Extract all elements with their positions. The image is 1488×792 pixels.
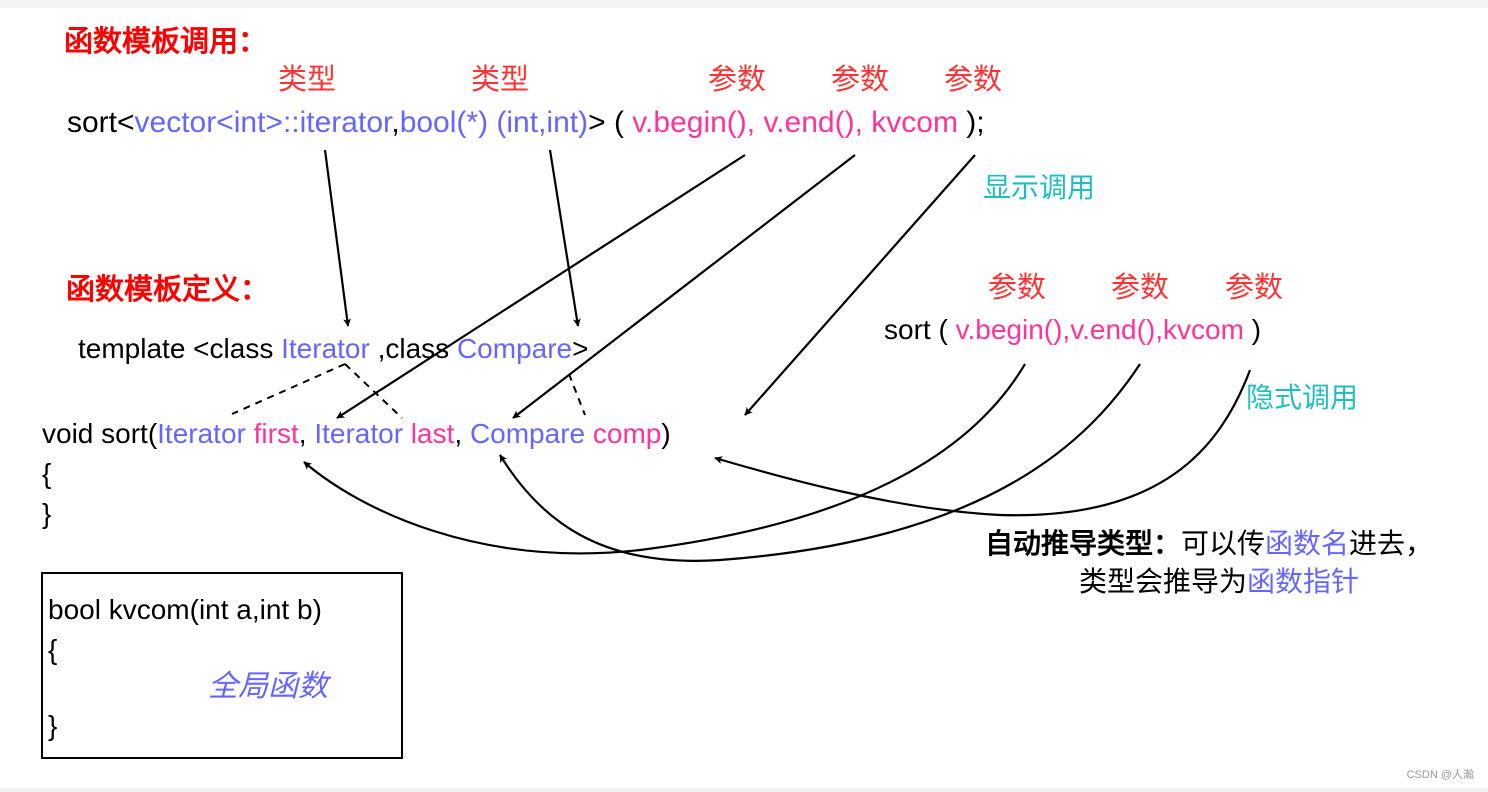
param-label-1: 参数: [708, 64, 767, 96]
deduce-note-func-ptr: 函数指针: [1247, 566, 1360, 597]
deduce-note-end: 进去，: [1349, 528, 1434, 559]
code-sort: sort<: [67, 106, 135, 139]
kvcom-function-box: [41, 572, 403, 759]
dashed-iterator-last: [344, 363, 403, 419]
sig-comp: comp: [592, 418, 662, 449]
explicit-call-label: 显示调用: [983, 172, 1096, 203]
sig-iterator-2: Iterator: [314, 418, 411, 449]
implicit-close: ): [1243, 314, 1262, 345]
sig-comma-1: ,: [298, 418, 315, 449]
deduce-note-line2-text: 类型会推导为: [1079, 566, 1248, 597]
arrow-implicit-end: [499, 363, 1141, 562]
arrow-implicit-begin: [303, 363, 1026, 555]
arrow-iterator-type: [323, 149, 352, 327]
sig-comma-2: ,: [454, 418, 470, 449]
sig-first: first: [253, 418, 299, 449]
kvcom-signature: bool kvcom(int a,int b): [48, 594, 322, 625]
arrow-kvcom-to-comp: [744, 154, 976, 416]
param-label-2: 参数: [831, 64, 890, 96]
deduce-note-line-1: 自动推导类型：可以传函数名进去，: [985, 530, 1433, 558]
template-close: >: [572, 333, 589, 364]
code-call-args: v.begin(), v.end(), kvcom: [632, 106, 958, 139]
function-signature: void sort(Iterator first, Iterator last,…: [42, 420, 671, 448]
top-band: [0, 0, 1488, 8]
code-funcptr-type: bool(*) (int,int): [399, 106, 589, 139]
body-brace-open: {: [42, 458, 52, 489]
explicit-call-code: sort<vector<int>::iterator,bool(*) (int,…: [67, 108, 985, 138]
deduce-note-bold: 自动推导类型：: [985, 528, 1182, 559]
param-label-3: 参数: [944, 64, 1003, 96]
deduce-note-text: 可以传: [1181, 528, 1266, 559]
kvcom-brace-close: }: [48, 710, 58, 741]
sig-close-paren: ): [661, 418, 671, 449]
template-keyword: template <class: [78, 333, 282, 364]
kvcom-comment: 全局函数: [208, 670, 328, 703]
implicit-param-label-3: 参数: [1225, 272, 1284, 304]
kvcom-brace-open: {: [48, 634, 58, 665]
def-section-title: 函数模板定义：: [66, 274, 270, 306]
sig-compare: Compare: [469, 418, 593, 449]
deduce-note-line-2: 类型会推导为函数指针: [1079, 568, 1359, 596]
implicit-param-label-1: 参数: [988, 272, 1047, 304]
body-brace-close: }: [42, 498, 52, 529]
implicit-args: v.begin(),v.end(),kvcom: [955, 314, 1244, 345]
code-open-paren: > (: [588, 106, 633, 139]
dashed-iterator-first: [231, 363, 346, 415]
dashed-compare-comp: [568, 373, 586, 416]
implicit-param-label-2: 参数: [1111, 272, 1170, 304]
arrow-begin-to-first: [336, 154, 746, 419]
code-close-paren: );: [957, 106, 985, 139]
code-iterator-type: vector<int>::iterator: [134, 106, 392, 139]
code-comma: ,: [391, 106, 400, 139]
sig-last: last: [410, 418, 455, 449]
type-label-1: 类型: [278, 64, 337, 96]
arrow-implicit-kvcom: [714, 369, 1252, 517]
template-param-compare: Compare: [456, 333, 573, 364]
arrow-compare-type: [548, 149, 581, 327]
deduce-note-func-name: 函数名: [1265, 528, 1350, 559]
template-class-keyword: ,class: [369, 333, 457, 364]
type-label-2: 类型: [471, 64, 530, 96]
implicit-call-label: 隐式调用: [1246, 382, 1359, 413]
template-header: template <class Iterator ,class Compare>: [78, 335, 588, 363]
bottom-band: [0, 788, 1488, 792]
watermark: CSDN @人瀚: [1406, 769, 1474, 781]
implicit-sort: sort (: [884, 314, 956, 345]
sig-void-sort: void sort(: [42, 418, 158, 449]
template-param-iterator: Iterator: [281, 333, 370, 364]
implicit-call-code: sort ( v.begin(),v.end(),kvcom ): [884, 316, 1261, 344]
call-section-title: 函数模板调用：: [64, 26, 268, 58]
sig-iterator-1: Iterator: [157, 418, 254, 449]
